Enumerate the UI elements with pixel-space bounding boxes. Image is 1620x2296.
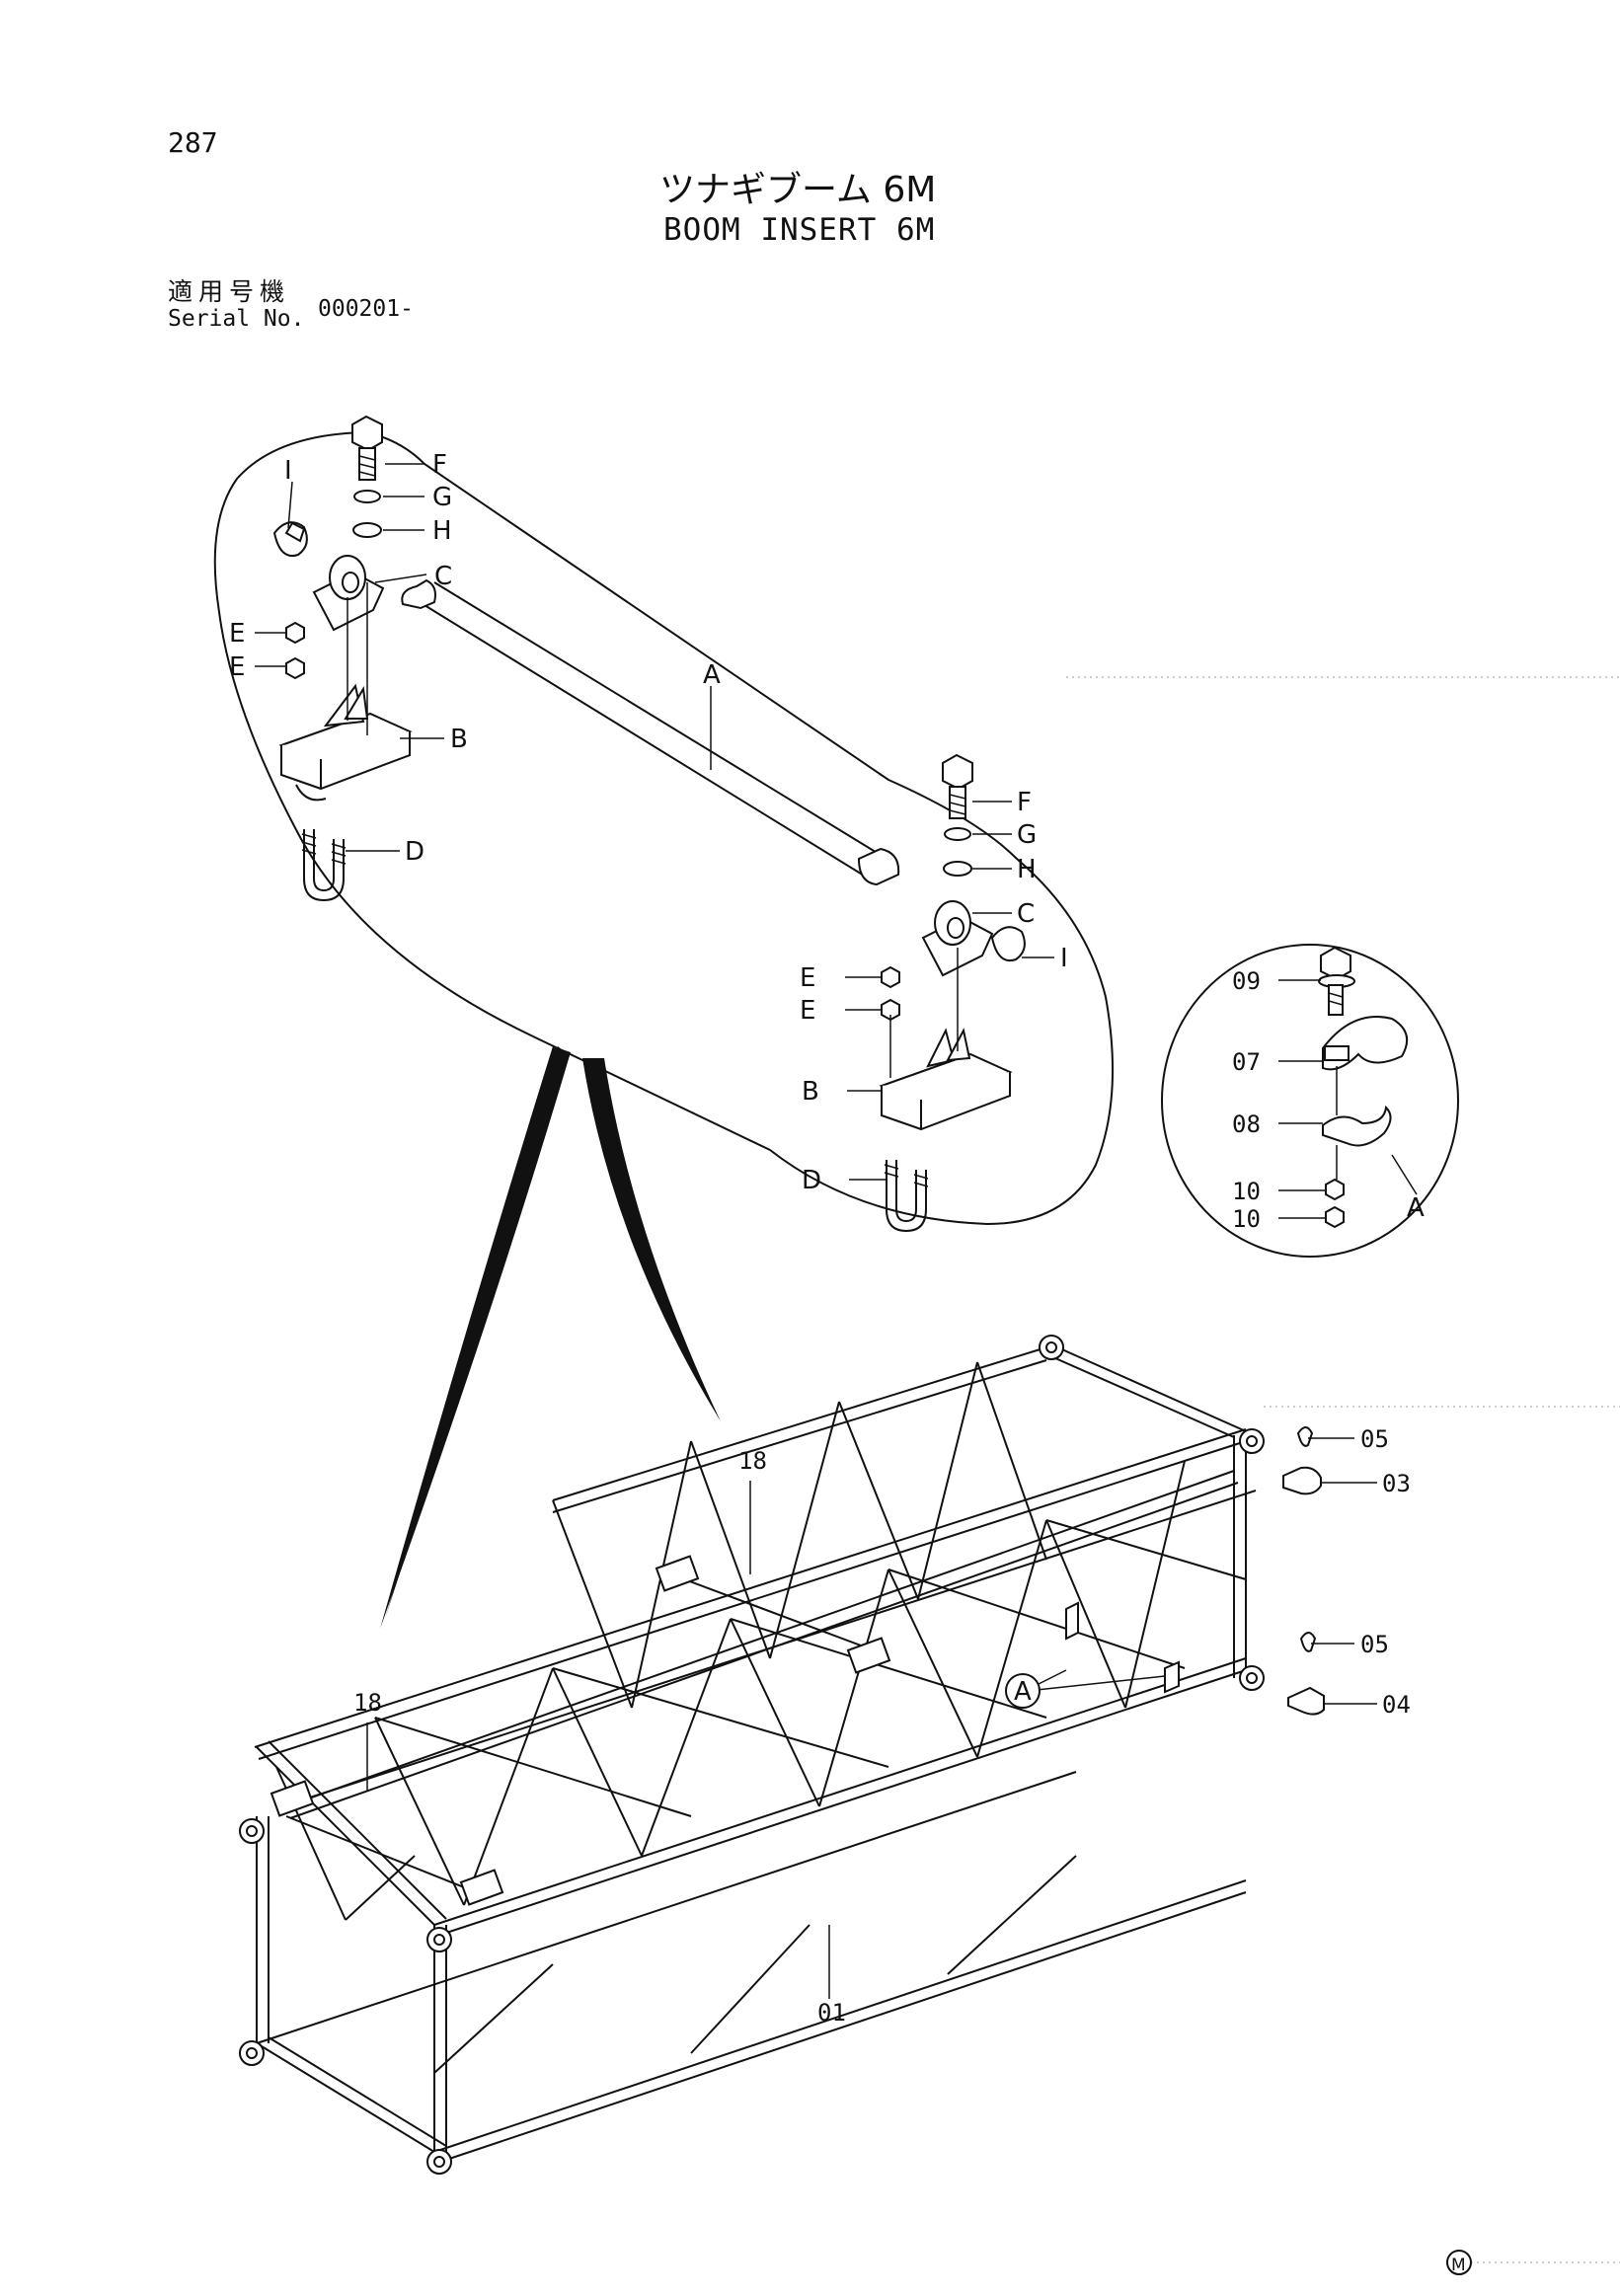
label-e-right-2: E bbox=[800, 996, 815, 1026]
label-10-b: 10 bbox=[1232, 1205, 1261, 1233]
label-f-left: F bbox=[432, 450, 447, 480]
bracket-left bbox=[278, 683, 413, 802]
spring-washer-left bbox=[353, 490, 381, 503]
boom-insert-lattice: 18 18 05 03 05 04 01 A bbox=[239, 1335, 1411, 2175]
shaft bbox=[401, 578, 900, 886]
label-e-left-2: E bbox=[229, 652, 245, 682]
detail-1-leaders bbox=[255, 463, 1054, 1181]
label-i-left: I bbox=[284, 456, 292, 486]
label-01: 01 bbox=[817, 1999, 846, 2027]
label-05-a: 05 bbox=[1360, 1425, 1389, 1453]
label-18-a: 18 bbox=[738, 1447, 767, 1475]
clamp-right bbox=[990, 926, 1026, 961]
label-e-right-1: E bbox=[800, 963, 815, 993]
label-d-right: D bbox=[802, 1166, 821, 1195]
nut-right-2 bbox=[881, 998, 900, 1022]
serial-label-japanese: 適用号機 bbox=[168, 277, 291, 306]
flat-washer-right bbox=[943, 861, 972, 877]
label-b-left: B bbox=[450, 725, 468, 754]
label-05-b: 05 bbox=[1360, 1631, 1389, 1658]
label-a-detail: A bbox=[1407, 1193, 1425, 1223]
pins bbox=[1282, 1426, 1325, 1716]
bolt-right bbox=[942, 753, 973, 819]
label-d-left: D bbox=[405, 837, 424, 867]
guide-lines bbox=[1066, 676, 1620, 2263]
label-h-right: H bbox=[1017, 855, 1037, 884]
nut-d2-2 bbox=[1325, 1205, 1345, 1229]
clamp-upper bbox=[1322, 1016, 1409, 1071]
detail-1-labels: F G H C I E E B D A F G H C I E E B D bbox=[229, 450, 1068, 1195]
spring-washer-right bbox=[944, 827, 971, 841]
footer-mark: M bbox=[1446, 2250, 1472, 2275]
footer-mark-letter: M bbox=[1451, 2256, 1466, 2275]
detail-1-callout: F G H C I E E B D A F G H C I E E B D bbox=[213, 415, 1114, 1629]
label-c-left: C bbox=[434, 562, 452, 591]
flange-bolt bbox=[1318, 946, 1355, 1016]
label-08: 08 bbox=[1232, 1110, 1261, 1138]
detail-2-callout: 09 07 08 10 10 A bbox=[1161, 944, 1459, 1258]
label-h-left: H bbox=[432, 516, 452, 546]
label-a-main: A bbox=[1014, 1677, 1032, 1707]
flat-washer-left bbox=[352, 522, 382, 538]
detail-2-boundary bbox=[1161, 944, 1459, 1258]
main-leaders: 18 18 05 03 05 04 01 A bbox=[353, 1425, 1411, 2027]
stay-rod bbox=[285, 1470, 1239, 1896]
nut-d2-1 bbox=[1325, 1178, 1345, 1201]
label-10-a: 10 bbox=[1232, 1178, 1261, 1205]
rod-brackets bbox=[270, 1555, 891, 1906]
label-07: 07 bbox=[1232, 1048, 1261, 1076]
nut-right-1 bbox=[881, 965, 900, 989]
title-english: BOOM INSERT 6M bbox=[663, 212, 936, 248]
bearing-housing-left bbox=[312, 555, 385, 632]
label-g-left: G bbox=[432, 483, 452, 512]
u-bolt-right bbox=[884, 1160, 929, 1233]
label-c-right: C bbox=[1017, 899, 1035, 929]
page-number: 287 bbox=[168, 126, 218, 159]
serial-number-value: 000201- bbox=[318, 296, 414, 322]
detail-1-boundary bbox=[213, 430, 1114, 1226]
detail-1-pointer-right bbox=[582, 1058, 721, 1421]
label-i-right: I bbox=[1060, 944, 1068, 973]
bolt-left bbox=[351, 415, 383, 481]
label-e-left-1: E bbox=[229, 619, 245, 649]
nut-left-1 bbox=[285, 621, 305, 645]
title-japanese: ツナギブーム 6M bbox=[659, 170, 937, 210]
label-04: 04 bbox=[1382, 1691, 1411, 1719]
u-bolt-left bbox=[301, 829, 347, 902]
lattice-lugs bbox=[239, 1335, 1265, 2175]
serial-label-english: Serial No. bbox=[168, 306, 305, 332]
label-18-b: 18 bbox=[353, 1689, 382, 1717]
label-f-right: F bbox=[1017, 788, 1032, 817]
bearing-housing-right bbox=[921, 900, 994, 977]
label-b-right: B bbox=[802, 1077, 819, 1107]
detail-1-pointer-left-2 bbox=[380, 1046, 571, 1629]
label-09: 09 bbox=[1232, 967, 1261, 995]
label-03: 03 bbox=[1382, 1470, 1411, 1497]
label-a-shaft: A bbox=[703, 660, 721, 690]
nut-left-2 bbox=[285, 656, 305, 680]
clamp-lower bbox=[1322, 1105, 1392, 1147]
bracket-right bbox=[879, 1028, 1013, 1131]
label-g-right: G bbox=[1017, 820, 1037, 850]
callout-a-circle bbox=[1005, 1673, 1041, 1709]
